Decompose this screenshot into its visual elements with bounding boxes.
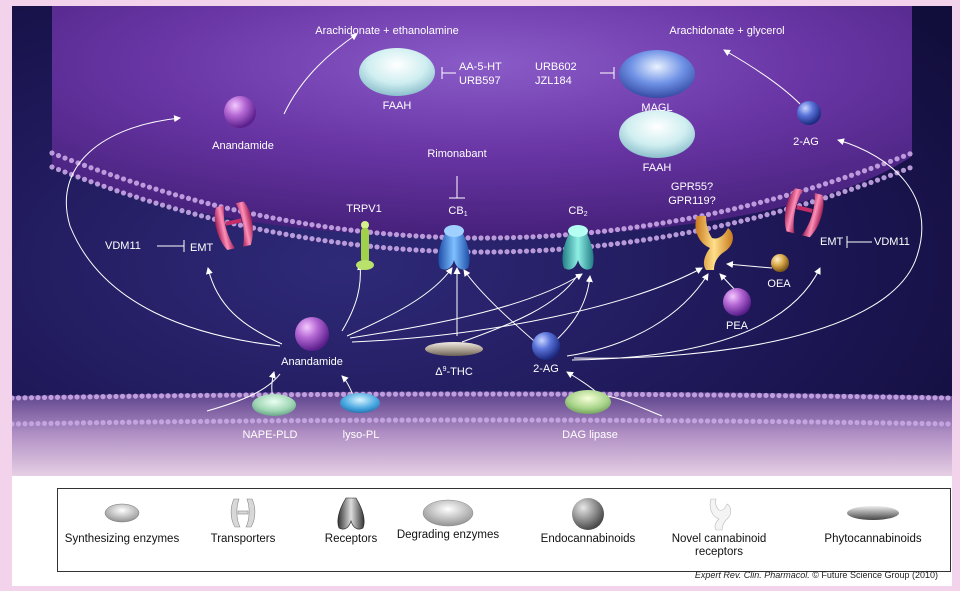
cb1-subscript: 1 — [463, 211, 468, 218]
diagram-canvas — [12, 6, 952, 476]
arrow-2ag-to-cb2 — [551, 275, 593, 345]
phytocannabinoid-icon — [847, 506, 899, 520]
2ag-top-molecule — [797, 101, 821, 125]
novel-receptor-icon — [709, 498, 732, 531]
gpr55-label: GPR55? — [670, 181, 714, 193]
arrow-anandamide-to-gpr — [351, 267, 703, 343]
faah-middle-label: FAAH — [642, 162, 672, 174]
arrow-anandamide-to-cb1 — [346, 267, 453, 337]
thc-suffix: -THC — [446, 366, 473, 378]
thc-superscript: 9 — [442, 366, 447, 373]
jzl184-label: JZL184 — [535, 75, 572, 87]
legend-label: Novel cannabinoid receptors — [671, 533, 767, 558]
thc-delta: Δ — [435, 366, 443, 378]
arrow-2ag-to-gpr — [566, 273, 709, 357]
trpv1-channel — [356, 221, 374, 270]
arachidonate-glycerol-label: Arachidonate + glycerol — [669, 25, 785, 37]
legend-item-receptors: Receptors — [291, 489, 411, 571]
dag-lipase-enzyme — [565, 390, 611, 414]
arrow-oea-to-gpr — [726, 261, 773, 269]
cb2-text: CB — [568, 205, 584, 217]
legend-label: Degrading enzymes — [396, 529, 500, 541]
emt-transporter-right — [784, 188, 824, 238]
arrow-anandamide-to-trpv1 — [341, 263, 365, 332]
credit-journal: Expert Rev. Clin. Pharmacol. — [694, 570, 810, 580]
lyso-pl-label: lyso-PL — [342, 429, 380, 441]
gpr55-gpr119-receptor — [695, 216, 733, 270]
cb1-receptor — [438, 225, 470, 270]
arrow-anandamide-to-arachidonate — [283, 33, 358, 115]
faah-enzyme-top — [359, 48, 435, 96]
rimonabant-label: Rimonabant — [427, 148, 487, 160]
magl-enzyme — [619, 50, 695, 98]
vdm11-left-label: VDM11 — [105, 240, 141, 252]
cb1-label: CB1 — [448, 205, 467, 221]
legend-item-transporters: Transporters — [178, 489, 308, 571]
oea-label: OEA — [767, 278, 791, 290]
2ag-bottom-molecule — [532, 332, 560, 360]
magl-label: MAGL — [641, 102, 673, 114]
faah-enzyme-middle — [619, 110, 695, 158]
nape-pld-label: NAPE-PLD — [242, 429, 298, 441]
arrow-anandamide-to-emt — [205, 267, 283, 345]
degrading-enzyme-icon — [422, 499, 474, 527]
aa5ht-label: AA-5-HT — [459, 61, 502, 73]
cb1-text: CB — [448, 205, 464, 217]
faah-top-label: FAAH — [382, 100, 412, 112]
legend-item-novel-receptors: Novel cannabinoid receptors — [660, 489, 778, 571]
endocannabinoid-icon — [572, 498, 604, 530]
dag-lipase-label: DAG lipase — [562, 429, 618, 441]
thc-phytocannabinoid — [425, 342, 483, 356]
presynaptic-cell — [12, 391, 952, 476]
trpv1-label: TRPV1 — [346, 203, 382, 215]
arrow-thc-to-cb2 — [461, 275, 578, 343]
lyso-pl-enzyme — [340, 393, 380, 413]
urb602-label: URB602 — [535, 61, 577, 73]
postsynaptic-cell — [52, 6, 912, 238]
arrow-anandamide-uptake-left — [65, 115, 281, 347]
synthesizing-enzyme-icon — [104, 503, 140, 523]
cb2-label: CB2 — [568, 205, 587, 221]
anandamide-bottom-label: Anandamide — [281, 356, 343, 368]
legend-label: Transporters — [210, 533, 276, 545]
legend-item-phytocannabinoids: Phytocannabinoids — [803, 489, 943, 571]
legend-box: Synthesizing enzymes Transporters Recept… — [57, 488, 951, 572]
cb2-subscript: 2 — [583, 211, 588, 218]
urb597-label: URB597 — [459, 75, 501, 87]
legend-label: Synthesizing enzymes — [64, 533, 180, 545]
figure-frame: Arachidonate + ethanolamine Arachidonate… — [12, 6, 952, 586]
emt-transporter-left — [214, 201, 253, 250]
arachidonate-ethanolamine-label: Arachidonate + ethanolamine — [315, 25, 459, 37]
legend-item-degrading-enzymes: Degrading enzymes — [388, 489, 508, 571]
legend-label: Receptors — [324, 533, 378, 545]
arrow-2ag-to-arachidonate — [723, 49, 801, 105]
vdm11-right-label: VDM11 — [874, 236, 910, 248]
oea-molecule — [771, 254, 789, 272]
emt-left-label: EMT — [190, 242, 214, 254]
figure-credit: Expert Rev. Clin. Pharmacol. © Future Sc… — [695, 570, 938, 580]
legend-label: Endocannabinoids — [540, 533, 636, 545]
nape-pld-enzyme — [252, 394, 296, 416]
cb2-receptor — [562, 225, 594, 270]
anandamide-bottom-molecule — [295, 317, 329, 351]
arrow-napepld-line — [206, 373, 281, 412]
arrow-2ag-uptake-right — [573, 138, 923, 359]
receptor-icon — [337, 497, 365, 530]
credit-publisher: © Future Science Group (2010) — [809, 570, 938, 580]
legend-item-endocannabinoids: Endocannabinoids — [523, 489, 653, 571]
arrow-anandamide-to-cb2 — [349, 273, 583, 339]
2ag-top-label: 2-AG — [793, 136, 819, 148]
pea-molecule — [723, 288, 751, 316]
2ag-bottom-label: 2-AG — [533, 363, 559, 375]
transporter-icon — [230, 498, 256, 528]
legend-item-synthesizing-enzymes: Synthesizing enzymes — [58, 489, 186, 571]
thc-label: Δ9-THC — [435, 363, 473, 379]
anandamide-top-label: Anandamide — [212, 140, 274, 152]
anandamide-top-molecule — [224, 96, 256, 128]
gpr119-label: GPR119? — [668, 195, 716, 207]
legend-label: Phytocannabinoids — [824, 533, 922, 545]
pea-label: PEA — [725, 320, 749, 332]
emt-right-label: EMT — [820, 236, 844, 248]
